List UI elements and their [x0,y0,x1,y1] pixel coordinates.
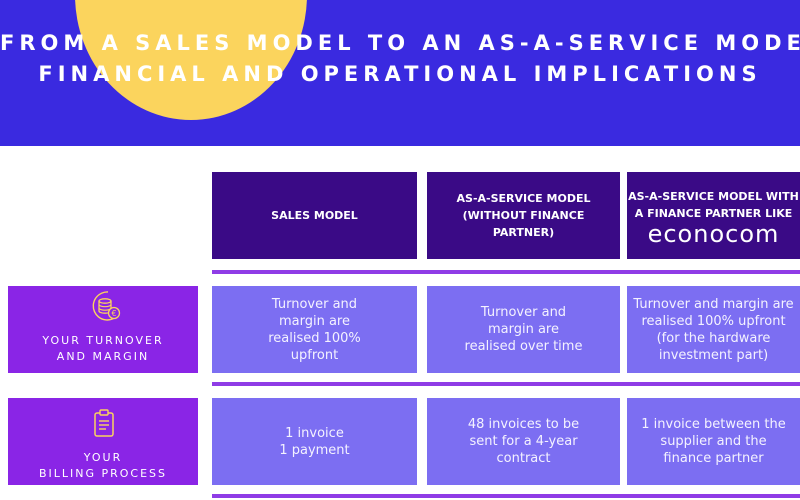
cell-text: investment part) [658,347,769,363]
row-divider [212,494,800,498]
cell-text: sent for a 4-year [469,434,578,449]
cell-text: margin are [278,313,350,329]
cell-aas-billing: 48 invoices to be sent for a 4-year cont… [427,398,620,485]
column-header-sales-model: SALES MODEL [212,172,417,259]
cell-text: supplier and the [660,434,767,449]
coins-euro-icon: € [92,291,121,321]
clipboard-icon [94,409,114,437]
row-label-turnover-margin: € YOUR TURNOVER AND MARGIN [8,286,198,373]
column-header-aas-with-partner: AS-A-SERVICE MODEL WITH A FINANCE PARTNE… [627,172,800,259]
econocom-logo: econocom [647,220,780,248]
row-label-text: AND MARGIN [56,350,150,363]
column-header-label: AS-A-SERVICE MODEL WITH [628,190,799,203]
cell-aas-turnover: Turnover and margin are realised over ti… [427,286,620,373]
column-header-label: (WITHOUT FINANCE [462,209,585,222]
title-banner: FROM A SALES MODEL TO AN AS-A-SERVICE MO… [0,0,800,146]
cell-text: 48 invoices to be [467,417,580,432]
row-divider [212,382,800,386]
row-divider [212,270,800,274]
page-title-line-2: FINANCIAL AND OPERATIONAL IMPLICATIONS [38,62,762,86]
cell-text: 1 invoice between the [641,417,786,432]
row-label-text: YOUR [83,451,123,464]
row-label-text: YOUR TURNOVER [42,334,164,347]
cell-partner-billing: 1 invoice between the supplier and the f… [627,398,800,485]
cell-text: Turnover and [271,296,358,312]
cell-sales-turnover: Turnover and margin are realised 100% up… [212,286,417,373]
cell-partner-turnover: Turnover and margin are realised 100% up… [627,286,800,373]
cell-text: margin are [487,322,559,337]
column-header-label: SALES MODEL [271,209,358,222]
cell-text: Turnover and margin are [633,296,794,312]
cell-text: contract [496,451,551,466]
cell-text: finance partner [663,451,764,466]
column-header-label: A FINANCE PARTNER LIKE [634,207,793,220]
row-label-text: BILLING PROCESS [38,467,168,480]
column-header-aas-without-partner: AS-A-SERVICE MODEL (WITHOUT FINANCE PART… [427,172,620,259]
page-title-line-1: FROM A SALES MODEL TO AN AS-A-SERVICE MO… [0,31,800,55]
cell-text: (for the hardware [656,330,771,346]
cell-text: realised 100% [268,330,361,346]
cell-sales-billing: 1 invoice 1 payment [212,398,417,485]
column-header-label: AS-A-SERVICE MODEL [456,192,591,205]
cell-text: upfront [290,347,339,363]
cell-text: realised 100% upfront [641,313,786,329]
row-label-billing-process: YOUR BILLING PROCESS [8,398,198,485]
cell-text: realised over time [464,339,583,354]
column-header-label: PARTNER) [492,226,555,239]
cell-text: Turnover and [480,305,567,320]
svg-text:€: € [111,309,116,318]
cell-text: 1 invoice [285,425,344,441]
yellow-circle-decoration [75,0,307,120]
cell-text: 1 payment [279,442,350,458]
